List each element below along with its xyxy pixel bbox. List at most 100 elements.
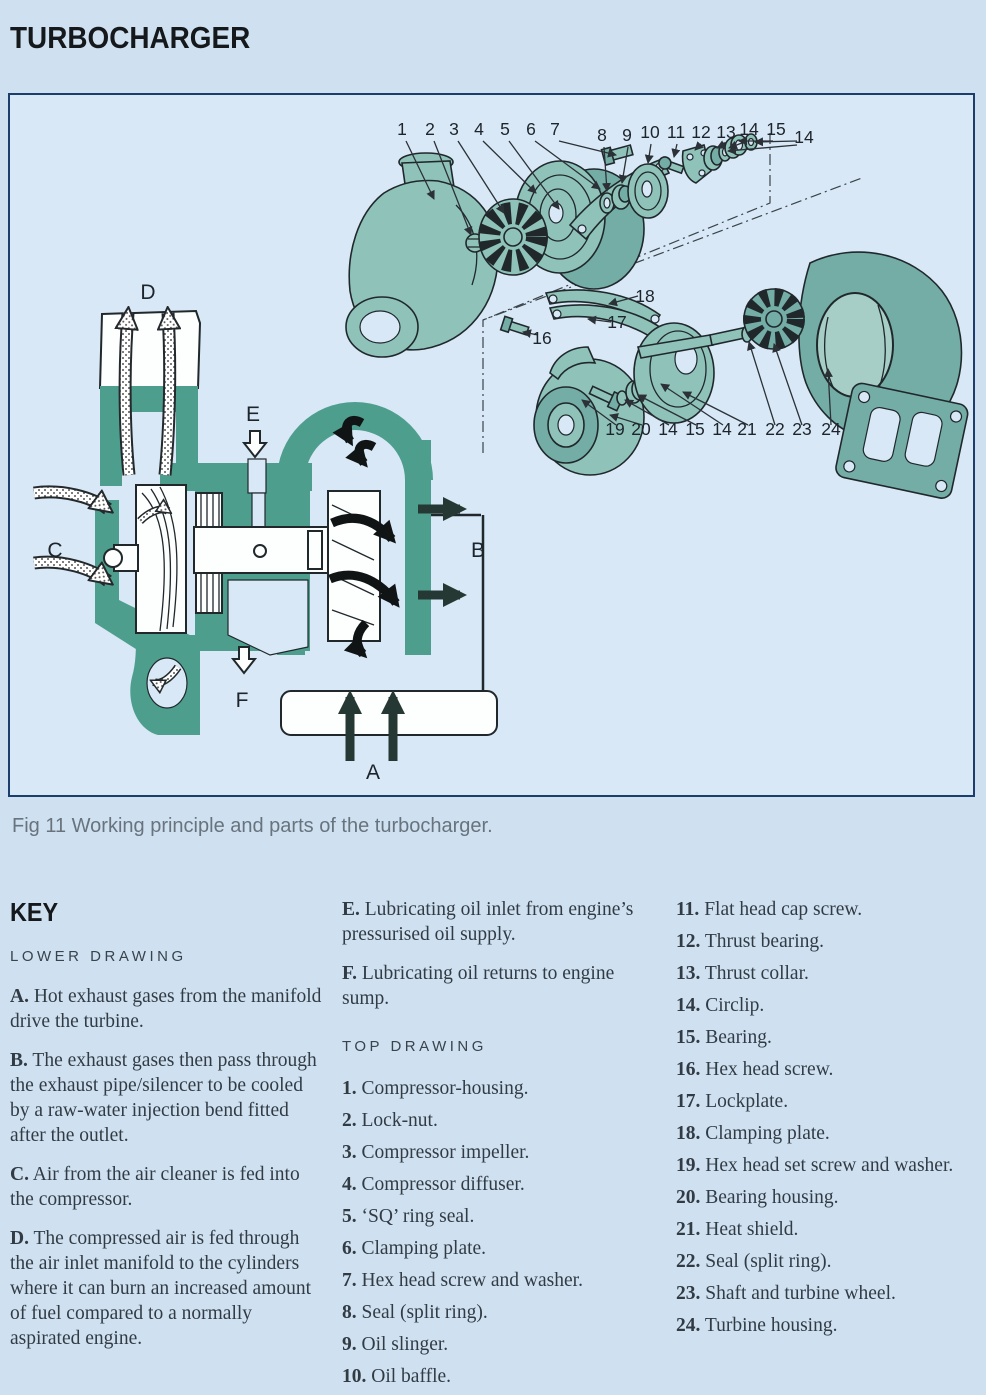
bearing-housing-part <box>533 346 645 476</box>
leader-line <box>694 141 704 151</box>
key-item-label: 8. <box>342 1302 357 1323</box>
callout-label-5: 5 <box>500 119 510 139</box>
key-item: 5. ‘SQ’ ring seal. <box>342 1206 475 1227</box>
key-item: D. The compressed air is fed through the… <box>10 1228 312 1349</box>
key-item: 4. Compressor diffuser. <box>342 1174 525 1195</box>
callout-label-20: 20 <box>631 419 651 439</box>
top-drawing-items-11-24: 11. Flat head cap screw. 12. Thrust beari… <box>676 897 976 1338</box>
key-item: 16. Hex head screw. <box>676 1059 834 1080</box>
key-item: 7. Hex head screw and washer. <box>342 1270 583 1291</box>
key-item: 6. Clamping plate. <box>342 1238 487 1259</box>
lower-drawing-items-e-f: E. Lubricating oil inlet from engine’s p… <box>342 897 660 1011</box>
key-item: 20. Bearing housing. <box>676 1187 839 1208</box>
leader-line <box>608 295 639 307</box>
callout-label-3: 3 <box>449 119 459 139</box>
key-item: 15. Bearing. <box>676 1027 772 1048</box>
callout-label-9: 9 <box>622 125 632 145</box>
leader-line <box>405 140 435 200</box>
key-item: 19. Hex head set screw and washer. <box>676 1155 954 1176</box>
key-item: 12. Thrust bearing. <box>676 931 825 952</box>
leader-line <box>482 140 537 194</box>
leader-line <box>534 140 601 190</box>
key-item-label: 17. <box>676 1091 701 1112</box>
key-section: KEY LOWER DRAWING A. Hot exhaust gases f… <box>8 897 978 1395</box>
turbine-flange <box>835 382 969 499</box>
key-item-label: 16. <box>676 1059 701 1080</box>
key-item: 22. Seal (split ring). <box>676 1251 832 1272</box>
leader-line <box>522 329 539 338</box>
page-title: TURBOCHARGER <box>10 20 251 55</box>
callout-label-8: 8 <box>597 125 607 145</box>
key-item: 17. Lockplate. <box>676 1091 789 1112</box>
exhaust-out-arrows <box>418 497 467 607</box>
leader-line <box>644 143 654 164</box>
callout-label-13: 13 <box>716 122 735 142</box>
turbocharger-diagram: 1234567891011121314151416171819201415142… <box>33 119 969 784</box>
diffuser-plate-stack <box>195 492 223 614</box>
key-item-label: 22. <box>676 1251 701 1272</box>
top-drawing-items-1-10: 1. Compressor-housing.2. Lock-nut.3. Com… <box>342 1076 660 1389</box>
callout-label-B: B <box>471 539 485 562</box>
callout-label-14: 14 <box>794 127 814 147</box>
key-item-label: 5. <box>342 1206 357 1227</box>
key-heading: KEY <box>10 897 59 927</box>
turbine-wheel-section <box>327 490 381 642</box>
key-item-label: 2. <box>342 1110 357 1131</box>
key-column-2: E. Lubricating oil inlet from engine’s p… <box>342 897 676 1395</box>
key-item-label: 24. <box>676 1315 701 1336</box>
clamping-plate-18-part <box>544 289 662 328</box>
callout-label-C: C <box>47 539 62 562</box>
leader-line <box>772 343 803 426</box>
exhaust-outlet-duct <box>98 309 202 389</box>
leader-line <box>587 315 612 325</box>
lower-drawing-items-a-d: A. Hot exhaust gases from the manifold d… <box>10 984 322 1351</box>
callout-label-14: 14 <box>712 419 732 439</box>
key-item-label: 15. <box>676 1027 701 1048</box>
key-item-label: 12. <box>676 931 701 952</box>
key-item: A. Hot exhaust gases from the manifold d… <box>10 986 322 1032</box>
callout-label-7: 7 <box>550 119 560 139</box>
callout-label-12: 12 <box>691 122 710 142</box>
leader-line <box>433 140 473 236</box>
flat-head-cap-screw-part <box>658 156 685 175</box>
leader-line <box>716 140 727 149</box>
callout-label-21: 21 <box>737 419 756 439</box>
key-item: B. The exhaust gases then pass through t… <box>10 1050 317 1146</box>
key-item-label: 3. <box>342 1142 357 1163</box>
compressor-housing-part <box>345 152 499 358</box>
key-item-label: 21. <box>676 1219 701 1240</box>
callout-label-19: 19 <box>605 419 624 439</box>
callout-label-23: 23 <box>792 419 811 439</box>
key-item-label: 7. <box>342 1270 357 1291</box>
callout-label-2: 2 <box>425 119 435 139</box>
leader-line <box>508 140 560 210</box>
key-item-label: 14. <box>676 995 701 1016</box>
leader-line <box>558 140 617 158</box>
key-item-label: 20. <box>676 1187 701 1208</box>
key-item: 14. Circlip. <box>676 995 765 1016</box>
callout-label-D: D <box>140 281 155 304</box>
shaft-and-turbine-wheel-part <box>636 288 805 359</box>
leader-line <box>727 144 798 155</box>
lower-drawing-heading: LOWER DRAWING <box>10 948 187 965</box>
key-item-label: 4. <box>342 1174 357 1195</box>
key-item: 11. Flat head cap screw. <box>676 899 863 920</box>
callout-label-6: 6 <box>526 119 536 139</box>
leader-line <box>609 413 643 426</box>
key-item-label: C. <box>10 1164 29 1185</box>
leader-line <box>660 383 724 426</box>
key-item: 23. Shaft and turbine wheel. <box>676 1283 896 1304</box>
key-item-label: A. <box>10 986 29 1007</box>
callout-label-16: 16 <box>532 328 551 348</box>
callout-label-17: 17 <box>607 312 626 332</box>
key-item: 10. Oil baffle. <box>342 1366 452 1387</box>
callout-label-10: 10 <box>640 122 660 142</box>
figure-caption: Fig 11 Working principle and parts of th… <box>12 815 493 837</box>
leader-line <box>747 341 776 426</box>
key-item-label: E. <box>342 899 360 920</box>
key-item: F. Lubricating oil returns to engine sum… <box>342 963 615 1009</box>
key-item-label: 19. <box>676 1155 701 1176</box>
compressed-air-out-arrows <box>125 313 170 476</box>
callout-label-4: 4 <box>474 119 484 139</box>
